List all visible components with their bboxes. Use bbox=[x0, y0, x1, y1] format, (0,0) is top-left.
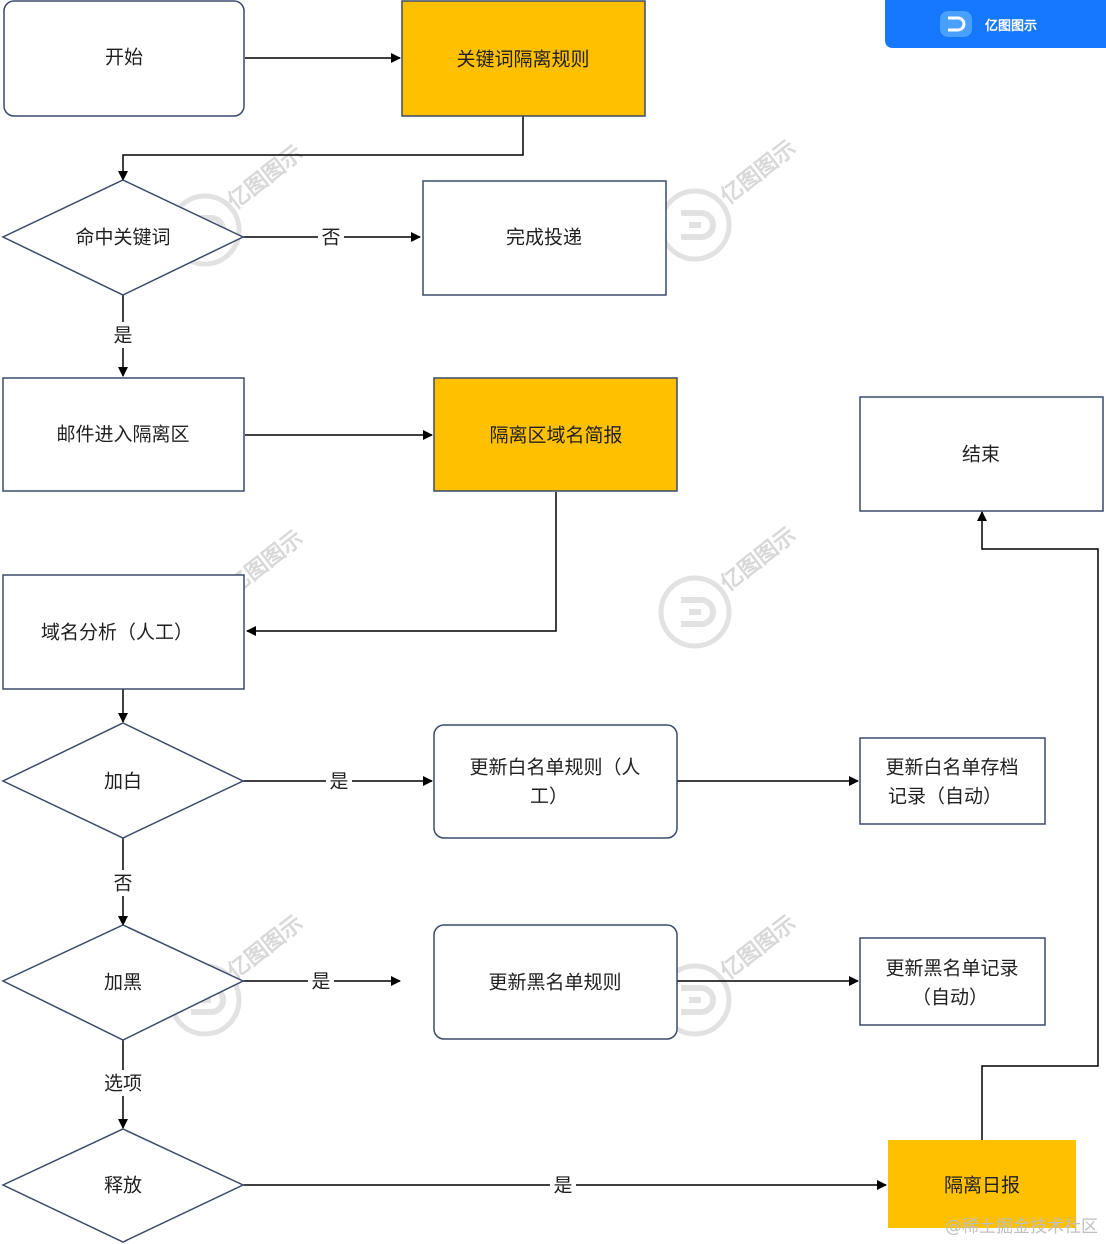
node-hit-keyword-label: 命中关键词 bbox=[75, 227, 170, 249]
node-black-record[interactable]: 更新黑名单记录 （自动） bbox=[859, 937, 1046, 1026]
edge-label-yes-release: 是 bbox=[553, 1175, 572, 1197]
watermark-text: 亿图图示 bbox=[716, 911, 801, 985]
node-quarantine[interactable]: 邮件进入隔离区 bbox=[2, 377, 245, 492]
edge-label-yes-white: 是 bbox=[329, 771, 348, 793]
node-daily-report-label: 隔离日报 bbox=[944, 1175, 1020, 1197]
node-end-label: 结束 bbox=[962, 444, 1000, 466]
edge-labels: 否 是 是 否 是 选项 是 bbox=[98, 224, 576, 1198]
node-domain-brief-label: 隔离区域名简报 bbox=[489, 425, 622, 447]
edge-label-no-white: 否 bbox=[113, 873, 132, 895]
edge-label-yes-quarantine: 是 bbox=[113, 325, 132, 347]
node-keyword-rule-label: 关键词隔离规则 bbox=[456, 49, 589, 71]
node-daily-report[interactable]: 隔离日报 bbox=[888, 1140, 1076, 1228]
node-release-decision[interactable]: 释放 bbox=[1, 1128, 245, 1243]
watermark-logo-icon bbox=[661, 578, 729, 646]
brand-logo-icon bbox=[948, 16, 966, 32]
watermark-text: 亿图图示 bbox=[716, 523, 801, 597]
edge-label-options: 选项 bbox=[104, 1073, 142, 1095]
node-start-label: 开始 bbox=[105, 47, 143, 69]
node-update-white-rule-line1: 更新白名单规则（人 bbox=[469, 757, 640, 779]
footer-credit: @稀土掘金技术社区 bbox=[945, 1217, 1098, 1237]
node-add-white-label: 加白 bbox=[104, 771, 142, 793]
edge-brief-to-analysis bbox=[246, 492, 557, 636]
node-start[interactable]: 开始 bbox=[3, 0, 245, 117]
brand-badge-label: 亿图图示 bbox=[985, 18, 1037, 34]
node-domain-analysis[interactable]: 域名分析（人工） bbox=[2, 574, 245, 690]
node-deliver-label: 完成投递 bbox=[506, 227, 582, 249]
watermark-text: 亿图图示 bbox=[223, 141, 308, 215]
brand-badge[interactable]: 亿图图示 bbox=[885, 0, 1106, 48]
node-update-white-rule-line2: 工） bbox=[530, 786, 568, 808]
edge-rule-to-hit bbox=[118, 116, 524, 181]
node-update-white-rule[interactable]: 更新白名单规则（人 工） bbox=[433, 724, 678, 839]
node-domain-analysis-label: 域名分析（人工） bbox=[41, 622, 193, 644]
node-white-archive[interactable]: 更新白名单存档 记录（自动） bbox=[859, 737, 1046, 825]
edge-label-yes-black: 是 bbox=[311, 971, 330, 993]
node-keyword-rule[interactable]: 关键词隔离规则 bbox=[401, 0, 646, 117]
node-deliver[interactable]: 完成投递 bbox=[422, 180, 667, 296]
node-hit-keyword-decision[interactable]: 命中关键词 bbox=[1, 179, 245, 296]
node-add-white-decision[interactable]: 加白 bbox=[1, 722, 245, 839]
watermark-text: 亿图图示 bbox=[716, 136, 801, 210]
watermark-text: 亿图图示 bbox=[223, 911, 308, 985]
node-update-black-rule-label: 更新黑名单规则 bbox=[488, 972, 621, 994]
node-release-label: 释放 bbox=[104, 1175, 142, 1197]
node-white-archive-line2: 记录（自动） bbox=[888, 786, 1002, 808]
node-white-archive-line1: 更新白名单存档 bbox=[885, 757, 1018, 779]
node-add-black-label: 加黑 bbox=[104, 972, 142, 994]
node-end[interactable]: 结束 bbox=[859, 396, 1104, 512]
watermark-logo-icon bbox=[661, 191, 729, 259]
node-domain-brief[interactable]: 隔离区域名简报 bbox=[433, 377, 678, 492]
node-black-record-line2: （自动） bbox=[912, 987, 988, 1009]
node-black-record-line1: 更新黑名单记录 bbox=[885, 958, 1018, 980]
edge-report-to-end bbox=[977, 511, 1099, 1140]
node-update-black-rule[interactable]: 更新黑名单规则 bbox=[433, 924, 678, 1040]
node-quarantine-label: 邮件进入隔离区 bbox=[56, 424, 189, 446]
node-add-black-decision[interactable]: 加黑 bbox=[1, 924, 245, 1041]
edge-label-no-deliver: 否 bbox=[321, 227, 340, 249]
